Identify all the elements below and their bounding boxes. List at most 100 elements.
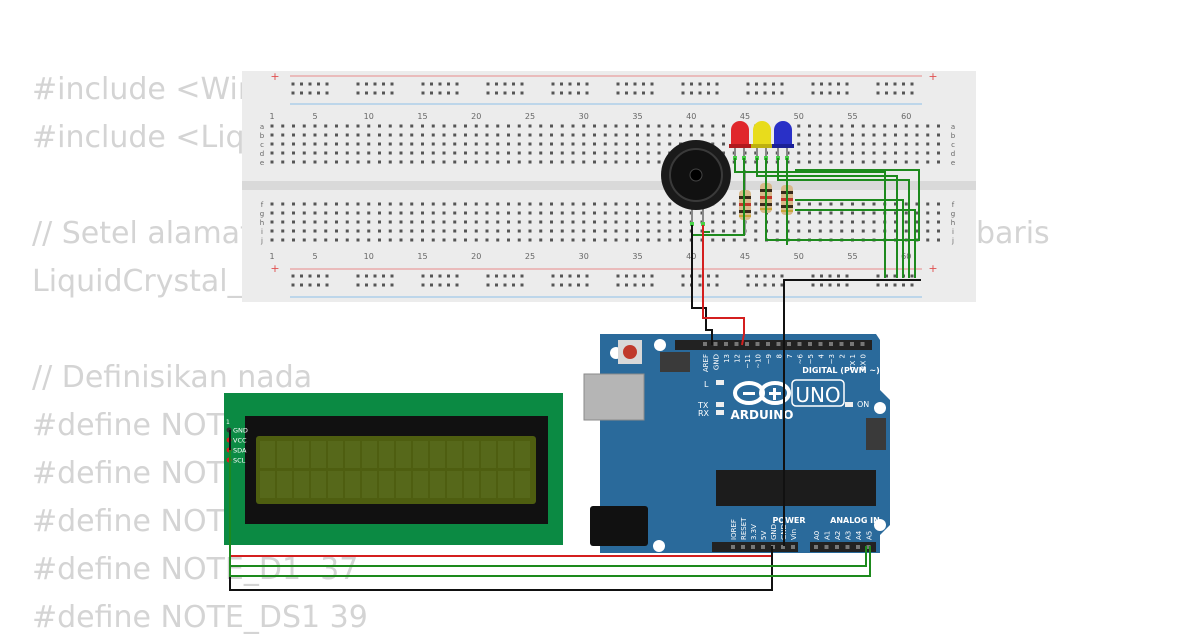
digital-pin-label: 2 xyxy=(839,354,847,358)
led-yellow-icon xyxy=(751,121,773,158)
breadboard-column-number: 55 xyxy=(847,112,857,121)
digital-header xyxy=(675,340,872,350)
digital-pin-label: ~10 xyxy=(755,354,763,369)
plus-mark-tr: + xyxy=(928,70,937,83)
mount-hole xyxy=(653,540,665,552)
analog-pin-label: A1 xyxy=(824,531,832,540)
wire-green-lcd-scl xyxy=(229,460,871,577)
breadboard-column-number: 55 xyxy=(847,252,857,261)
breadboard-row-letter: c xyxy=(260,141,264,149)
digital-pin-label: 8 xyxy=(776,354,784,358)
breadboard-column-number: 35 xyxy=(632,112,642,121)
breadboard-column-number: 60 xyxy=(901,252,911,261)
digital-pin-label: GND xyxy=(713,354,721,370)
lcd-pin-label: SCL xyxy=(233,457,246,465)
power-jack xyxy=(590,506,648,546)
mount-hole xyxy=(874,402,886,414)
breadboard-row-letter: d xyxy=(260,150,264,158)
power-pin-label: RESET xyxy=(740,517,748,540)
power-pin-label: Vin xyxy=(790,529,798,540)
plus-mark-tl: + xyxy=(270,70,279,83)
digital-pin-label: ~3 xyxy=(828,354,836,364)
plus-mark-br: + xyxy=(928,262,937,275)
breadboard-row-letter: i xyxy=(952,228,954,236)
breadboard-column-number: 60 xyxy=(901,112,911,121)
breadboard-column-number: 30 xyxy=(579,252,589,261)
lcd-character-cells xyxy=(260,441,530,498)
breadboard-column-number: 5 xyxy=(312,252,317,261)
digital-pin-label: ~5 xyxy=(807,354,815,364)
buzzer-icon xyxy=(661,140,731,226)
breadboard-row-letter: e xyxy=(951,159,955,167)
breadboard-row-letter: a xyxy=(951,123,955,131)
breadboard-row-letter: j xyxy=(260,237,263,245)
icsp-header-top xyxy=(660,352,690,372)
wire-red-buzzer-pin12 xyxy=(702,225,745,346)
analog-pin-label: A3 xyxy=(845,531,853,540)
breadboard-row-letter: g xyxy=(260,210,264,218)
rx-label: RX xyxy=(698,409,710,418)
led-blue-icon xyxy=(772,121,794,158)
breadboard-row-letter: h xyxy=(951,219,955,227)
lcd-pin-label: SDA xyxy=(233,447,247,455)
breadboard-row-letter: b xyxy=(951,132,956,140)
digital-pin-label: 12 xyxy=(734,354,742,363)
arduino-infinity-logo xyxy=(733,381,791,405)
mount-hole xyxy=(874,519,886,531)
lcd-pin-label: VCC xyxy=(233,437,247,445)
power-pin-label: GND xyxy=(770,524,778,540)
digital-pin-label: TX 1 xyxy=(849,354,857,371)
breadboard-column-number: 50 xyxy=(794,112,804,121)
icsp-header-right xyxy=(866,418,886,450)
led-red-icon xyxy=(729,121,751,158)
on-led xyxy=(845,402,853,407)
lcd-pin-label: GND xyxy=(233,427,248,435)
digital-pin-label: 13 xyxy=(723,354,731,363)
breadboard-column-number: 45 xyxy=(740,252,750,261)
code-line: // Definisikan nada xyxy=(32,360,313,395)
digital-pin-label: 4 xyxy=(818,353,826,358)
wire-green-led-yellow xyxy=(756,158,898,278)
analog-pin-label: A2 xyxy=(834,531,842,540)
breadboard-row-letter: e xyxy=(260,159,264,167)
breadboard-column-number: 20 xyxy=(471,252,481,261)
power-pin-label: IOREF xyxy=(730,519,738,540)
analog-pin-label: A4 xyxy=(855,530,863,540)
digital-pin-label: ~6 xyxy=(797,353,805,364)
wire-green-led-red xyxy=(734,158,886,278)
digital-pin-label: RX 0 xyxy=(860,354,868,370)
digital-pin-label: AREF xyxy=(702,354,710,372)
analog-header xyxy=(810,542,876,552)
mount-hole xyxy=(654,339,666,351)
analog-pin-label: A0 xyxy=(813,531,821,540)
wire-black-gnd-rail xyxy=(783,279,921,546)
breadboard-column-number: 15 xyxy=(417,112,427,121)
breadboard-row-letter: h xyxy=(260,219,264,227)
digital-label: DIGITAL (PWM ~) xyxy=(802,366,880,375)
breadboard-row-letter: i xyxy=(261,228,263,236)
code-line: #define NOTE_DS1 39 xyxy=(32,600,368,635)
plus-mark-bl: + xyxy=(270,262,279,275)
breadboard-column-number: 10 xyxy=(364,252,374,261)
rx-led xyxy=(716,410,724,415)
power-pin-label: 3.3V xyxy=(750,524,758,540)
breadboard-column-number: 10 xyxy=(364,112,374,121)
analog-pin-label: A5 xyxy=(866,531,874,540)
power-pin-label: 5V xyxy=(760,531,768,540)
analog-label: ANALOG IN xyxy=(830,516,880,525)
breadboard-column-number: 1 xyxy=(269,252,274,261)
wire-green-extra-2 xyxy=(795,209,916,278)
wire-green-gnd-yellow xyxy=(765,158,920,241)
reset-button[interactable] xyxy=(623,345,637,359)
wire-green-extra-1 xyxy=(795,199,904,278)
usb-connector xyxy=(583,373,645,421)
breadboard-column-number: 25 xyxy=(525,252,535,261)
breadboard-column-number: 45 xyxy=(740,112,750,121)
